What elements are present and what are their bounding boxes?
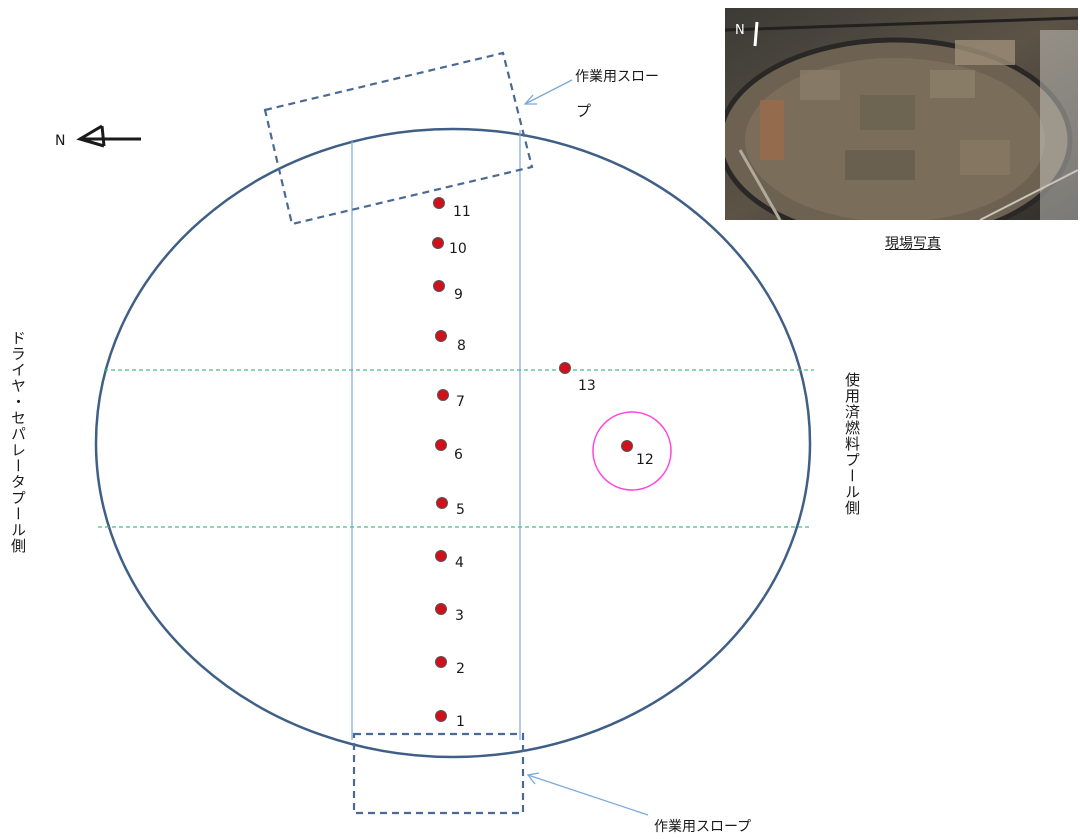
measurement-point-13	[559, 362, 571, 374]
slope-bottom-arrow	[527, 774, 649, 816]
measurement-point-label-3: 3	[455, 608, 464, 624]
measurement-point-label-10: 10	[449, 241, 467, 257]
slope-top-arrowhead	[523, 94, 537, 105]
north-arrow-icon	[76, 124, 141, 148]
measurement-point-2	[435, 656, 447, 668]
measurement-point-12	[621, 440, 633, 452]
measurement-point-7	[437, 389, 449, 401]
measurement-point-4	[435, 550, 447, 562]
measurement-point-label-4: 4	[455, 555, 464, 571]
north-label: N	[55, 133, 66, 149]
measurement-point-6	[435, 439, 447, 451]
measurement-point-1	[435, 710, 447, 722]
measurement-point-label-1: 1	[456, 714, 465, 730]
slope-bottom-label: 作業用スロープ	[654, 819, 752, 835]
side-right-label: 使用済燃料プール側	[843, 372, 861, 516]
pool-outline	[94, 127, 812, 759]
measurement-point-label-13: 13	[578, 378, 596, 394]
measurement-point-label-5: 5	[456, 502, 465, 518]
measurement-point-label-2: 2	[456, 661, 465, 677]
measurement-point-label-7: 7	[456, 394, 465, 410]
slope-top-label-line1: 作業用スロー	[575, 69, 659, 85]
measurement-point-label-12: 12	[636, 452, 654, 468]
measurement-point-label-8: 8	[457, 338, 466, 354]
measurement-point-label-6: 6	[454, 447, 463, 463]
site-photo	[725, 8, 1078, 220]
slope-top-label-line2: プ	[576, 102, 592, 120]
measurement-point-11	[433, 197, 445, 209]
slope-bottom-box	[352, 732, 525, 815]
point-12-highlight-ring	[592, 411, 672, 491]
measurement-point-10	[432, 237, 444, 249]
measurement-point-5	[436, 497, 448, 509]
measurement-point-8	[435, 330, 447, 342]
measurement-point-label-11: 11	[453, 204, 471, 220]
measurement-point-3	[435, 603, 447, 615]
measurement-point-9	[433, 280, 445, 292]
slope-top-box	[263, 51, 534, 226]
photo-north-label: N	[735, 23, 745, 38]
measurement-point-label-9: 9	[454, 287, 463, 303]
photo-north-marker	[753, 21, 759, 47]
slope-top-arrow	[524, 79, 573, 105]
slope-bottom-arrowhead	[526, 772, 540, 785]
photo-caption: 現場写真	[885, 236, 941, 252]
side-left-label: ドライヤ・セパレータプール側	[9, 330, 27, 554]
